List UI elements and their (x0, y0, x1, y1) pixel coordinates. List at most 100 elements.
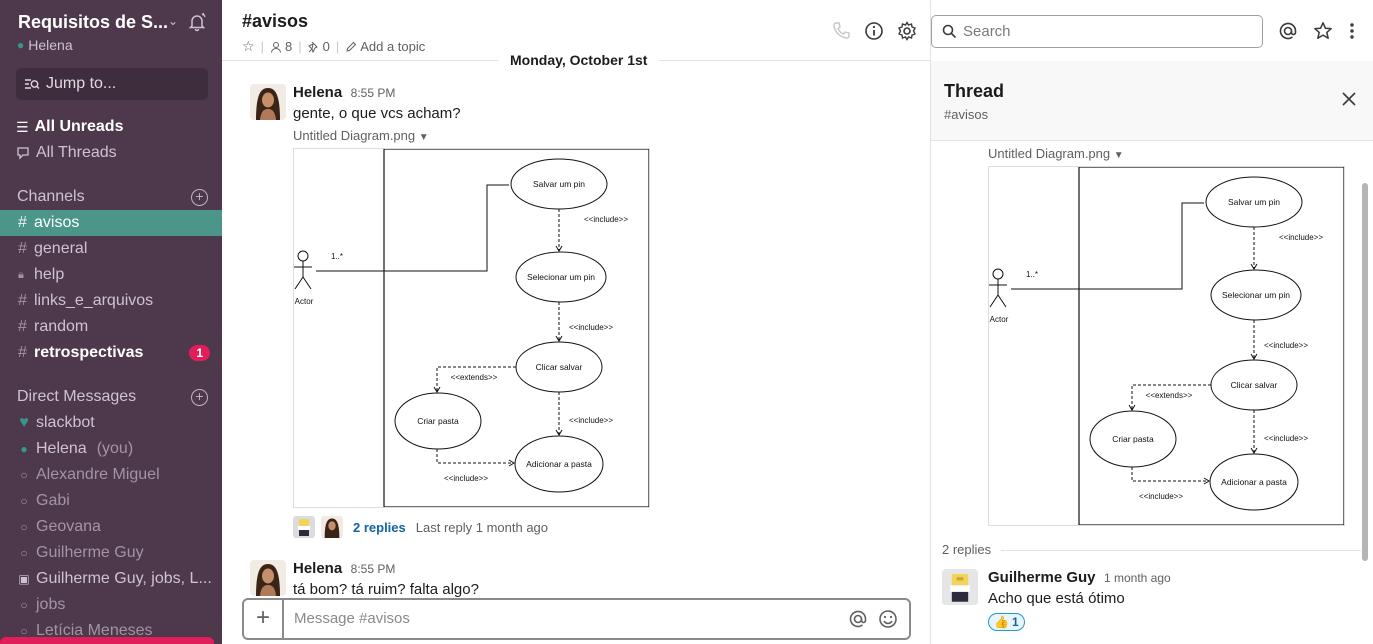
attach-plus-button[interactable]: + (244, 600, 284, 638)
include-arrow-4 (436, 449, 513, 464)
association-line (316, 184, 509, 272)
chevron-down-icon[interactable]: ⌄ (168, 14, 179, 28)
hash-icon: # (18, 214, 27, 231)
dm-item[interactable]: ▣Guilherme Guy, jobs, L... (0, 566, 222, 592)
dm-item[interactable]: ○Alexandre Miguel (0, 462, 222, 488)
thread-scrollbar[interactable] (1361, 143, 1369, 563)
avatar[interactable] (942, 569, 978, 605)
jump-to-button[interactable]: Jump to... (16, 68, 208, 100)
avatar[interactable] (250, 84, 286, 120)
channel-label: links_e_arquivos (34, 292, 154, 309)
sidebar-item-help[interactable]: 🔒︎help (0, 262, 222, 288)
gear-icon[interactable] (897, 21, 917, 41)
avatar[interactable] (250, 560, 286, 596)
current-user-name: Helena (28, 37, 73, 53)
close-icon[interactable] (1341, 91, 1357, 107)
pins-count: 0 (322, 39, 330, 54)
actor-body (294, 261, 312, 290)
at-mention-icon[interactable] (848, 609, 868, 629)
use-case-label-uc3: Clicar salvar (536, 362, 583, 372)
sidebar-item-random[interactable]: #random (0, 314, 222, 340)
star-icon[interactable]: ☆ (242, 38, 255, 54)
emoji-icon[interactable] (878, 609, 898, 629)
heart-icon: ♥ (19, 414, 29, 431)
thread-summary[interactable]: 2 replies Last reply 1 month ago (293, 516, 650, 538)
sidebar: Requisitos de S... ⌄ ● Helena Jump to...… (0, 0, 222, 644)
star-icon[interactable] (1313, 21, 1333, 41)
dm-header[interactable]: Direct Messages (17, 388, 137, 405)
pencil-icon (346, 41, 357, 52)
caret-down-icon[interactable]: ▼ (418, 132, 429, 143)
add-dm-icon[interactable]: + (191, 389, 208, 406)
include-label-2: <<include>> (1264, 341, 1308, 350)
channel-title[interactable]: #avisos (242, 11, 309, 31)
dm-label: Helena (36, 440, 87, 457)
workspace-name[interactable]: Requisitos de S... (18, 12, 169, 32)
dm-item[interactable]: ♥slackbot (0, 410, 222, 436)
dm-item[interactable]: ●Helena(you) (0, 436, 222, 462)
channel-label: random (34, 318, 89, 335)
dm-label: Geovana (36, 518, 101, 535)
info-icon[interactable] (864, 21, 884, 41)
replies-count: 2 replies (942, 542, 992, 557)
add-channel-icon[interactable]: + (191, 189, 208, 206)
reply-header: Guilherme Guy 1 month ago (988, 569, 1171, 587)
dm-item[interactable]: ○Geovana (0, 514, 222, 540)
more-vertical-icon[interactable] (1342, 21, 1362, 41)
arrowhead-3 (555, 429, 563, 436)
association-line (1011, 202, 1204, 290)
dm-item[interactable]: ○Guilherme Guy (0, 540, 222, 566)
actor-label: Actor (990, 315, 1009, 324)
use-case-uc2 (1210, 269, 1302, 321)
all-unreads-link[interactable]: ☰ All Unreads (16, 118, 123, 136)
unread-mentions-bar[interactable] (0, 637, 214, 644)
presence-online-icon: ● (17, 38, 25, 52)
bell-icon[interactable] (187, 12, 207, 32)
reply-sender[interactable]: Guilherme Guy (988, 569, 1096, 586)
message-input[interactable] (294, 610, 834, 627)
person-icon (270, 41, 281, 53)
timestamp[interactable]: 8:55 PM (350, 86, 396, 100)
add-topic-button[interactable]: Add a topic (345, 39, 425, 54)
all-threads-link[interactable]: All Threads (16, 144, 117, 162)
thread-channel[interactable]: #avisos (944, 107, 989, 122)
reply-time[interactable]: 1 month ago (1103, 571, 1171, 585)
use-case-label-uc1: Salvar um pin (1228, 197, 1280, 207)
search-box[interactable] (931, 15, 1263, 48)
dm-item[interactable]: ○Letícia Meneses (0, 618, 222, 644)
caret-down-icon[interactable]: ▼ (1113, 150, 1124, 161)
current-user[interactable]: ● Helena (17, 37, 73, 53)
dm-item[interactable]: ○jobs (0, 592, 222, 618)
timestamp[interactable]: 8:55 PM (350, 562, 396, 576)
file-name-label: Untitled Diagram.png (293, 128, 416, 143)
channels-header[interactable]: Channels (17, 188, 85, 205)
file-name[interactable]: Untitled Diagram.png ▼ (293, 128, 650, 143)
sidebar-item-avisos[interactable]: #avisos (0, 210, 222, 236)
at-sign-icon[interactable] (1278, 21, 1298, 41)
sidebar-item-links-e-arquivos[interactable]: #links_e_arquivos (0, 288, 222, 314)
members-button[interactable]: 8 (270, 39, 292, 54)
scroll-thumb[interactable] (1362, 183, 1368, 561)
sidebar-item-general[interactable]: #general (0, 236, 222, 262)
actor-head (992, 268, 1004, 280)
use-case-uc5 (1209, 453, 1299, 511)
thread-file-name[interactable]: Untitled Diagram.png ▼ (988, 146, 1124, 161)
message-composer: + (242, 598, 911, 640)
dm-item[interactable]: ○Gabi (0, 488, 222, 514)
sender-name[interactable]: Helena (293, 84, 343, 101)
sender-name[interactable]: Helena (293, 560, 343, 577)
thumbs-up-reaction[interactable]: 👍 1 (988, 613, 1025, 631)
date-divider[interactable]: Monday, October 1st (498, 52, 660, 68)
replies-link[interactable]: 2 replies (353, 519, 406, 535)
include-label-4: <<include>> (1139, 492, 1183, 501)
phone-icon[interactable] (831, 21, 851, 41)
presence-away-icon: ○ (20, 546, 28, 560)
search-input[interactable] (963, 23, 1243, 40)
pins-button[interactable]: 0 (307, 39, 330, 54)
members-count: 8 (284, 39, 293, 54)
use-case-label-uc5: Adicionar a pasta (526, 459, 592, 469)
